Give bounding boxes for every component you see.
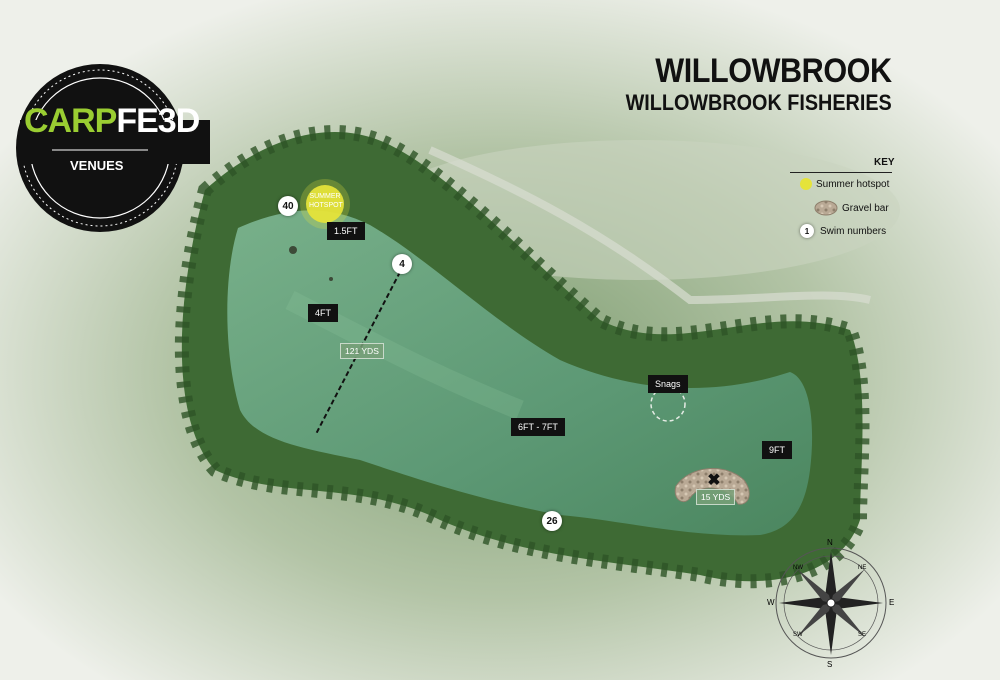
logo-brand-part1: CARP bbox=[24, 102, 117, 140]
key-item-label: Summer hotspot bbox=[816, 178, 890, 190]
key-gravel-icon bbox=[814, 200, 838, 216]
snags-label: Snags bbox=[648, 375, 688, 393]
key-hotspot-icon bbox=[800, 178, 812, 190]
hotspot-label: SUMMER HOTSPOT bbox=[309, 193, 343, 209]
page-subtitle: WILLOWBROOK FISHERIES bbox=[625, 90, 892, 115]
key-item-hotspot: Summer hotspot bbox=[816, 175, 889, 193]
compass-ne: NE bbox=[858, 565, 867, 571]
compass-e: E bbox=[889, 598, 895, 607]
key-item-gravel: Gravel bar bbox=[842, 199, 889, 217]
swim-marker: 40 bbox=[278, 196, 298, 216]
compass-se: SE bbox=[858, 632, 867, 638]
swim-marker: 26 bbox=[542, 511, 562, 531]
compass-n: N bbox=[827, 538, 833, 547]
depth-label: 4FT bbox=[308, 304, 339, 322]
logo-brand-part2: FE3D bbox=[116, 102, 200, 140]
key-item-label: Swim numbers bbox=[820, 225, 887, 237]
compass-w: W bbox=[767, 598, 775, 607]
compass-nw: NW bbox=[793, 565, 803, 571]
distance-label: 15 YDS bbox=[696, 489, 736, 505]
depth-label: 9FT bbox=[762, 441, 793, 459]
key-heading: KEY bbox=[874, 157, 895, 168]
logo-subtitle: VENUES bbox=[70, 158, 124, 173]
compass-sw: SW bbox=[793, 632, 803, 638]
summer-hotspot-marker bbox=[306, 185, 344, 223]
compass-rose bbox=[775, 547, 887, 659]
page-title: WILLOWBROOK bbox=[655, 52, 893, 90]
logo-wordmark: CARPFE3D bbox=[24, 102, 200, 141]
depth-label: 6FT - 7FT bbox=[511, 418, 565, 436]
depth-label: 1.5FT bbox=[327, 222, 365, 240]
compass-s: S bbox=[827, 660, 833, 669]
carpfeed-logo bbox=[16, 64, 210, 232]
key-item-label: Gravel bar bbox=[842, 202, 889, 214]
distance-label: 121 YDS bbox=[340, 343, 384, 359]
key-divider bbox=[790, 172, 892, 173]
swim-icon: 1 bbox=[800, 224, 814, 238]
key-item-swim: 1 Swim numbers bbox=[800, 222, 886, 240]
lake-water bbox=[227, 210, 813, 536]
swim-marker: 4 bbox=[392, 254, 412, 274]
x-marker: ✖ bbox=[707, 472, 720, 489]
